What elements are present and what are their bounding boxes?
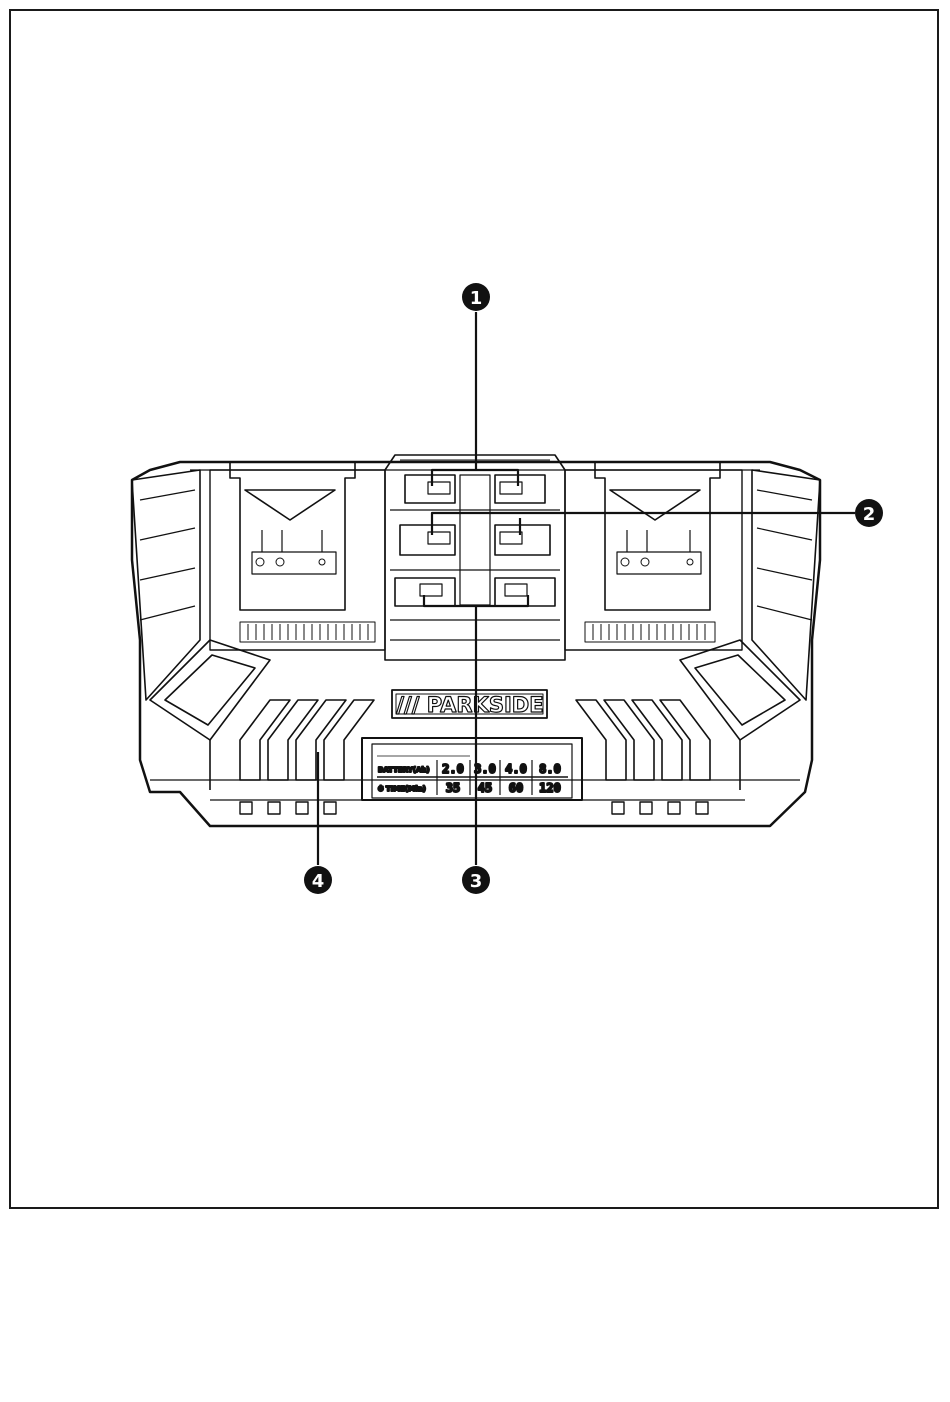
front-vents-right bbox=[576, 700, 710, 780]
leader-lines bbox=[318, 312, 855, 865]
callout-4: 4 bbox=[304, 866, 332, 894]
top-vents bbox=[240, 622, 715, 642]
battery-value-3: 4.0 bbox=[505, 762, 527, 776]
front-vents-left bbox=[240, 700, 374, 780]
time-value-3: 60 bbox=[509, 781, 523, 795]
callout-1: 1 bbox=[462, 283, 490, 311]
time-value-2: 45 bbox=[478, 781, 492, 795]
battery-value-1: 2.0 bbox=[442, 762, 464, 776]
time-value-4: 120 bbox=[539, 781, 561, 795]
row-label-battery: BATTERY(Ah) bbox=[378, 766, 430, 774]
left-battery-slot bbox=[230, 462, 355, 610]
battery-value-4: 8.0 bbox=[539, 762, 561, 776]
callout-4-label: 4 bbox=[312, 871, 325, 892]
charge-table-plate: BATTERY(Ah) ⏱ TIME(Min) 2.0 3.0 4.0 8.0 … bbox=[362, 738, 582, 800]
time-value-1: 35 bbox=[446, 781, 460, 795]
battery-value-2: 3.0 bbox=[474, 762, 496, 776]
callout-3: 3 bbox=[462, 866, 490, 894]
callout-2: 2 bbox=[855, 499, 883, 527]
brand-plate: /// PARKSIDE bbox=[392, 690, 547, 718]
row-label-time: ⏱ TIME(Min) bbox=[378, 785, 426, 793]
callout-2-label: 2 bbox=[863, 504, 876, 525]
callout-1-label: 1 bbox=[470, 288, 483, 309]
right-battery-slot bbox=[595, 462, 720, 610]
bottom-feet bbox=[240, 802, 708, 814]
brand-logo: /// PARKSIDE bbox=[396, 693, 543, 717]
callout-3-label: 3 bbox=[470, 871, 483, 892]
